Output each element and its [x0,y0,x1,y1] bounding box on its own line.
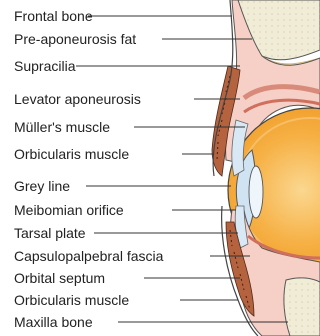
label-pre-aponeurosis-fat: Pre-aponeurosis fat [14,31,136,47]
lens [249,166,263,218]
label-frontal-bone: Frontal bone [14,8,93,24]
label-orbicularis-muscle-upper: Orbicularis muscle [14,146,129,162]
label-tarsal-plate: Tarsal plate [14,225,86,241]
label-supracilia: Supracilia [14,58,75,74]
label-levator-aponeurosis: Levator aponeurosis [14,91,141,107]
label-grey-line: Grey line [14,178,70,194]
label-orbital-septum: Orbital septum [14,270,105,286]
label-orbicularis-muscle-lower: Orbicularis muscle [14,292,129,308]
label-maxilla-bone: Maxilla bone [14,314,93,330]
label-mullers-muscle: Müller's muscle [14,119,110,135]
label-capsulopalpebral-fascia: Capsulopalpebral fascia [14,248,163,264]
label-meibomian-orifice: Meibomian orifice [14,202,124,218]
